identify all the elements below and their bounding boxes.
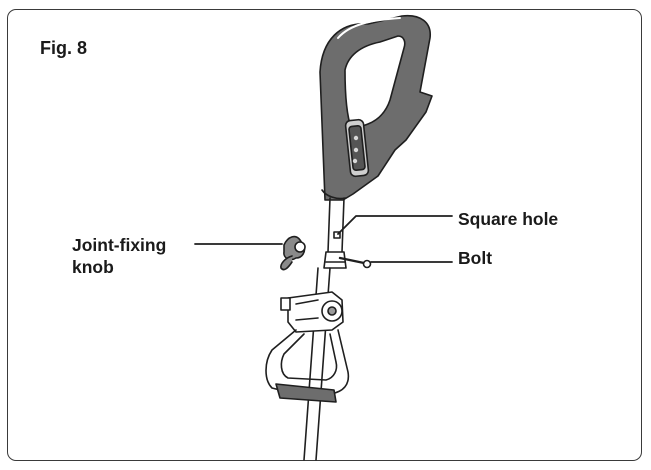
aux-handle-grip (275, 383, 337, 403)
auxiliary-handle (265, 291, 350, 403)
callout-square-hole: Square hole (458, 209, 559, 229)
leader-square-hole (337, 215, 453, 235)
main-handle (319, 14, 433, 201)
callout-bolt: Bolt (458, 248, 493, 268)
callout-joint-fixing-knob: Joint-fixing knob (72, 234, 166, 278)
switch-dot-3 (352, 158, 358, 164)
square-hole-mark (333, 231, 341, 239)
bolt-part (338, 256, 372, 269)
callout-joint-fixing-knob-line1: Joint-fixing (72, 235, 167, 255)
switch-dot-2 (353, 147, 359, 153)
aux-clamp-shade (295, 299, 319, 321)
upper-shaft (327, 197, 345, 253)
joint-fixing-knob (280, 235, 306, 271)
aux-handle-loop-inner (280, 333, 338, 381)
figure-label: Fig. 8 (40, 38, 88, 58)
figure-frame (7, 9, 642, 461)
joint-collar (323, 251, 347, 269)
aux-clamp-knob-center (327, 306, 337, 316)
switch-panel-inner (348, 124, 366, 172)
handle-top-highlight (337, 17, 401, 39)
switch-dot-1 (353, 135, 359, 141)
callout-joint-fixing-knob-line2: knob (72, 257, 114, 277)
aux-clamp-bolt (280, 297, 291, 311)
